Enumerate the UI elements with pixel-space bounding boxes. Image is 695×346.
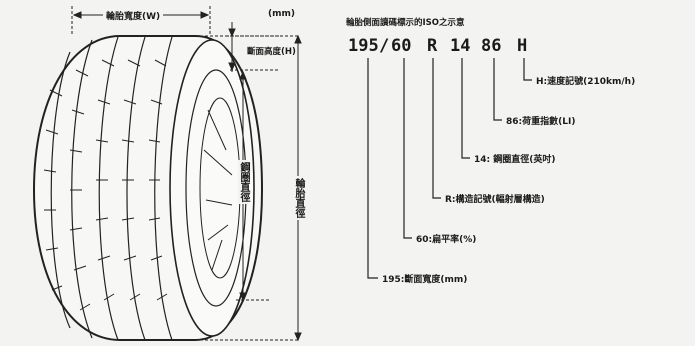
code-ratio: 60 xyxy=(391,36,412,56)
code-rim: 14 xyxy=(450,36,471,56)
code-load: 86 xyxy=(481,36,502,56)
code-width: 195 xyxy=(348,36,379,56)
tire-diameter-label: 輪胎直徑 xyxy=(293,176,304,220)
speed-explanation: H:速度記號(210km/h) xyxy=(536,77,636,87)
code-slash: / xyxy=(379,36,390,56)
rim-diameter-label: 鋼圈直徑 xyxy=(238,160,249,204)
code-speed: H xyxy=(517,36,528,56)
rim-explanation: 14: 鋼圈直徑(英吋) xyxy=(474,155,556,165)
unit-label: (mm) xyxy=(268,9,295,19)
sidewall-height-label: 斷面高度(H) xyxy=(247,47,296,57)
ratio-explanation: 60:扁平率(%) xyxy=(416,235,477,245)
load-explanation: 86:荷重指數(LI) xyxy=(506,117,576,127)
code-title: 輪胎側面讀碼標示的ISO之示意 xyxy=(346,18,465,28)
construction-explanation: R:構造記號(輻射層構造) xyxy=(445,195,545,205)
leader-lines xyxy=(367,58,532,279)
tread-width-label: 輪胎寬度(W) xyxy=(103,9,164,22)
code-construction: R xyxy=(427,36,438,56)
tire-illustration xyxy=(32,35,264,341)
width-explanation: 195:斷面寬度(mm) xyxy=(382,275,468,285)
